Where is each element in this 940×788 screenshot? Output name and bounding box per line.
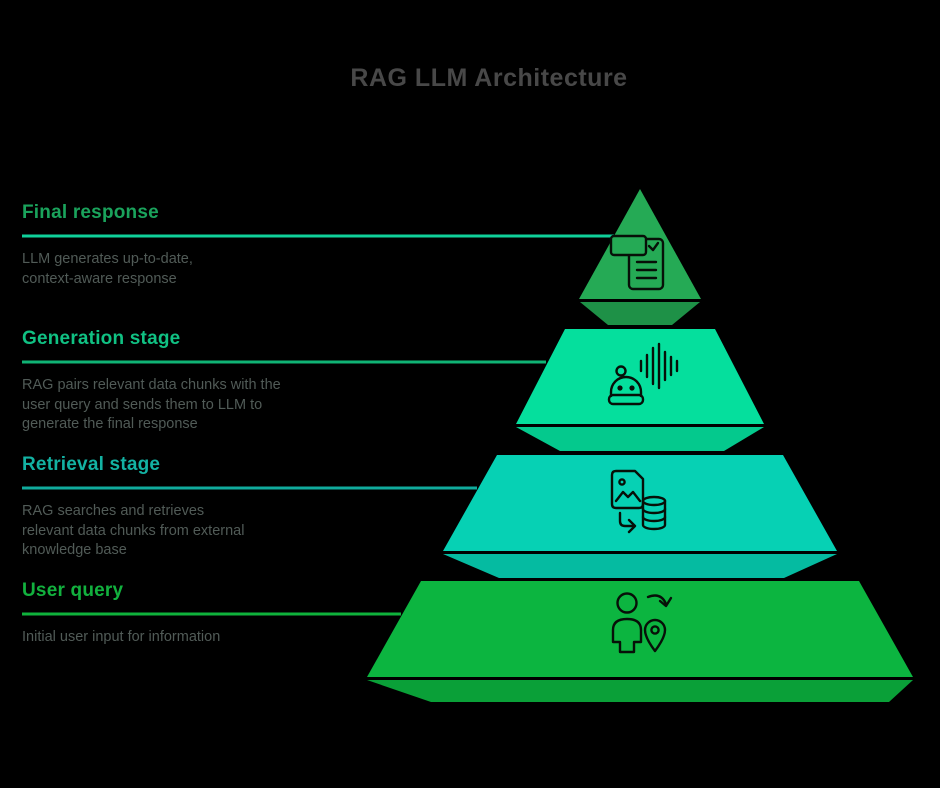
pyramid-level-retrieval-stage-base xyxy=(443,554,837,578)
label-user-query: User query Initial user input for inform… xyxy=(22,580,334,645)
generation-stage-description: RAG pairs relevant data chunks with the … xyxy=(22,377,281,432)
pyramid-level-user-query-base xyxy=(367,680,913,702)
document-check-icon xyxy=(609,234,665,291)
pyramid-level-final-response-base xyxy=(580,302,700,325)
final-response-heading: Final response xyxy=(22,202,159,223)
label-final-response: Final response LLM generates up-to-date,… xyxy=(22,202,334,287)
page-title: RAG LLM Architecture xyxy=(350,64,628,92)
user-to-location-icon xyxy=(611,592,673,654)
label-generation-stage: Generation stage RAG pairs relevant data… xyxy=(22,328,334,432)
pyramid-level-generation-stage xyxy=(516,329,764,424)
final-response-description: LLM generates up-to-date, context-aware … xyxy=(22,251,193,287)
pyramid-level-retrieval-stage xyxy=(443,455,837,551)
pyramid-level-generation-stage-base xyxy=(516,427,764,451)
label-retrieval-stage: Retrieval stage RAG searches and retriev… xyxy=(22,454,334,558)
file-to-database-icon xyxy=(610,469,667,534)
user-query-heading: User query xyxy=(22,580,124,601)
generation-stage-heading: Generation stage xyxy=(22,328,181,349)
robot-voice-icon xyxy=(607,342,679,406)
user-query-description: Initial user input for information xyxy=(22,629,221,645)
retrieval-stage-description: RAG searches and retrieves relevant data… xyxy=(22,503,245,558)
retrieval-stage-heading: Retrieval stage xyxy=(22,454,161,475)
